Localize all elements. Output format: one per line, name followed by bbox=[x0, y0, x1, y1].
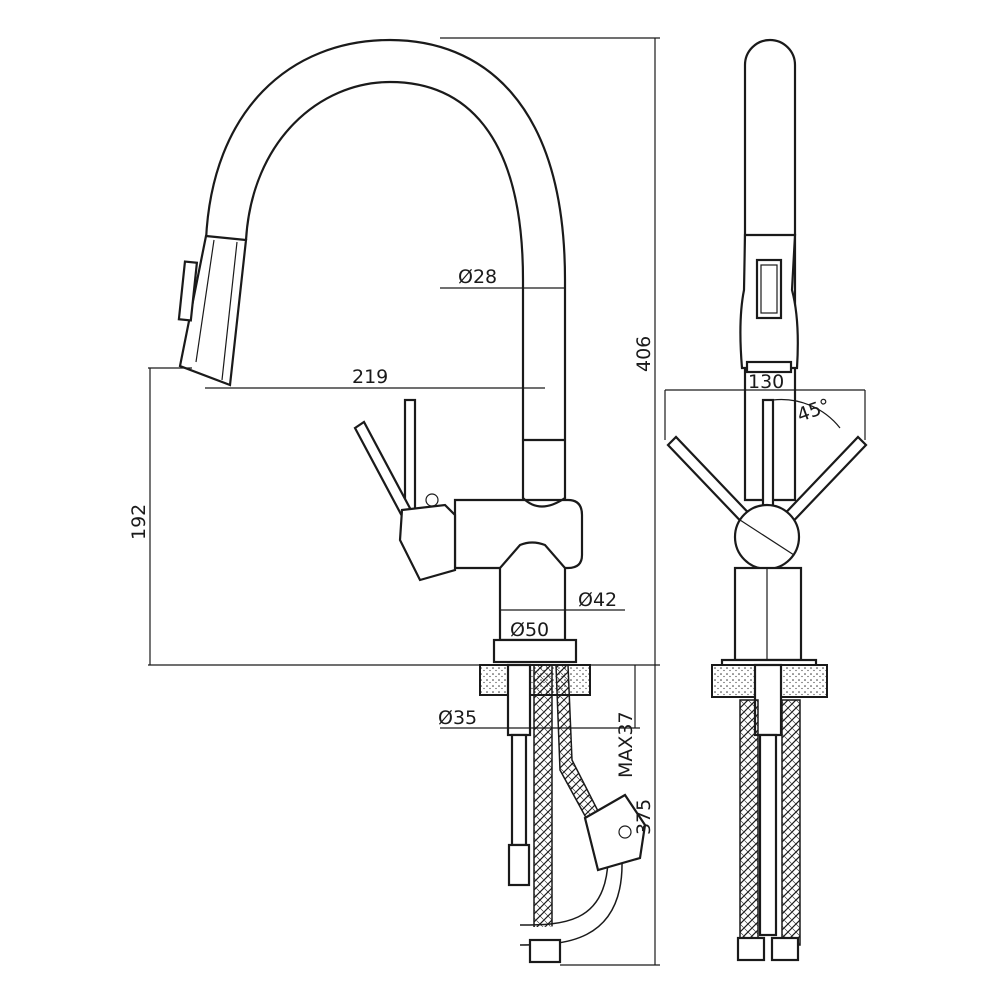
dim-handle-span: 130 bbox=[748, 371, 784, 393]
spray-button bbox=[177, 260, 199, 322]
front-body bbox=[733, 566, 803, 662]
spray-head bbox=[178, 234, 248, 387]
handle-block bbox=[398, 503, 457, 582]
dim-spout-height: 192 bbox=[128, 504, 150, 540]
dim-base-diameter: Ø50 bbox=[510, 619, 549, 641]
dim-body-diameter: Ø42 bbox=[578, 589, 617, 611]
body-neck bbox=[498, 541, 567, 642]
hose-weight bbox=[583, 793, 647, 872]
spout-inner bbox=[244, 80, 525, 500]
side-view: Ø28 219 406 192 Ø42 Ø50 Ø35 MAX37 375 bbox=[128, 37, 660, 966]
dim-hose-length: 375 bbox=[633, 799, 655, 835]
dim-max-counter: MAX37 bbox=[615, 711, 637, 778]
front-view: 130 45° bbox=[664, 38, 868, 962]
dim-spout-diameter: Ø28 bbox=[458, 266, 497, 288]
dim-reach: 219 bbox=[352, 366, 388, 388]
dim-handle-angle: 45° bbox=[794, 395, 833, 427]
dim-total-height: 406 bbox=[633, 336, 655, 372]
base-ring bbox=[492, 638, 578, 664]
spout-outer bbox=[204, 38, 567, 500]
dim-shank-diameter: Ø35 bbox=[438, 707, 477, 729]
handle-lever bbox=[353, 420, 414, 520]
